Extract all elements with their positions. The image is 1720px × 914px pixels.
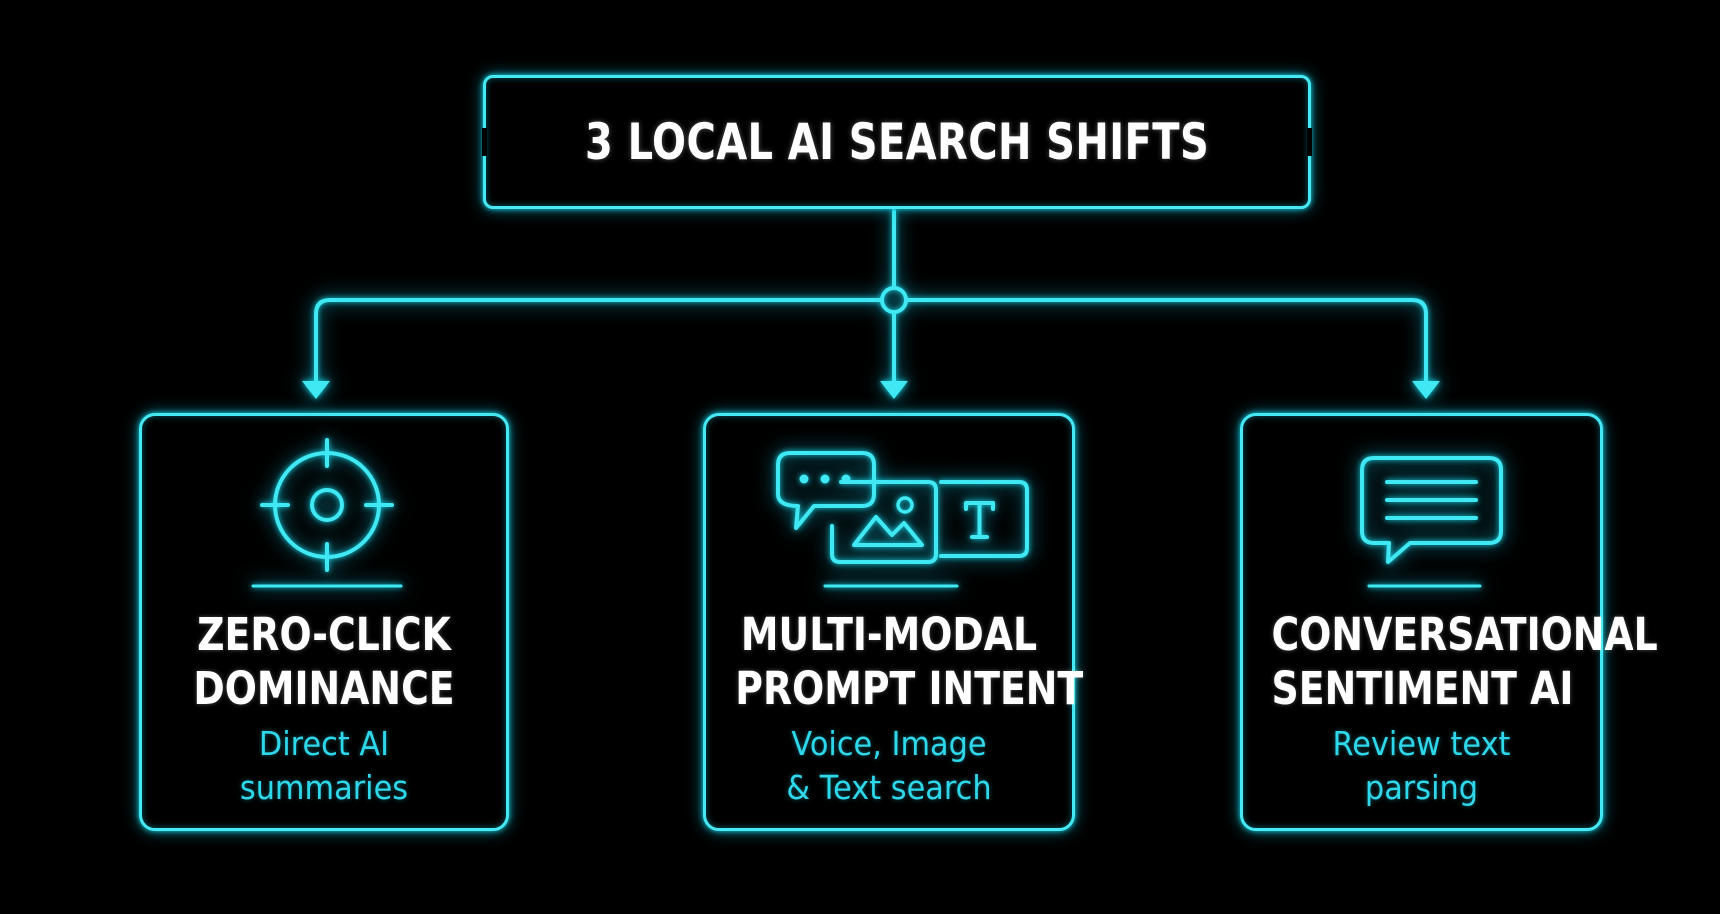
text-box-icon [939,480,1029,558]
card-subtitle: Review text parsing [1257,722,1585,810]
arrow-head-left [302,381,330,399]
card-subtitle-line-2: summaries [239,768,409,807]
card-heading-line-1: CONVERSATIONAL [1271,608,1658,661]
multimodal-chat-image-text-icon [776,451,1029,588]
branch-left-connector [314,298,882,382]
card-heading-line-1: MULTI-MODAL [740,608,1038,661]
speech-bubble-lines-icon [1360,456,1503,588]
card-subtitle: Voice, Image & Text search [721,722,1058,810]
chat-bubble-icon [776,451,876,530]
image-frame-icon [830,480,938,564]
connector-tree [302,209,1440,399]
card-zero-click: ZERO-CLICK DOMINANCE Direct AI summaries [139,413,509,831]
arrow-head-right [1412,381,1440,399]
junction-node [880,286,908,314]
card-heading-line-2: PROMPT INTENT [735,662,1084,715]
card-heading: MULTI-MODAL PROMPT INTENT [735,608,1084,716]
diagram-title: 3 LOCAL AI SEARCH SHIFTS [584,113,1210,171]
target-crosshair-icon [251,438,403,588]
title-box: 3 LOCAL AI SEARCH SHIFTS [482,75,1312,209]
branch-right-connector [906,298,1428,382]
card-subtitle-line-1: Voice, Image [791,724,987,763]
card-subtitle-line-2: parsing [1364,768,1479,807]
card-subtitle: Direct AI summaries [157,722,492,810]
card-heading-line-2: DOMINANCE [193,662,455,715]
card-subtitle-line-1: Direct AI [258,724,390,763]
title-box-left-notch [482,128,487,156]
card-conversational: CONVERSATIONAL SENTIMENT AI Review text … [1240,413,1658,831]
arrow-head-center [880,381,908,399]
card-subtitle-line-2: & Text search [786,768,992,807]
card-heading-line-2: SENTIMENT AI [1271,662,1574,715]
card-heading: CONVERSATIONAL SENTIMENT AI [1271,608,1658,716]
card-subtitle-line-1: Review text [1332,724,1511,763]
card-heading-line-1: ZERO-CLICK [197,608,451,661]
card-heading: ZERO-CLICK DOMINANCE [171,608,477,716]
title-box-right-notch [1307,128,1312,156]
card-multi-modal: MULTI-MODAL PROMPT INTENT Voice, Image &… [703,413,1084,831]
